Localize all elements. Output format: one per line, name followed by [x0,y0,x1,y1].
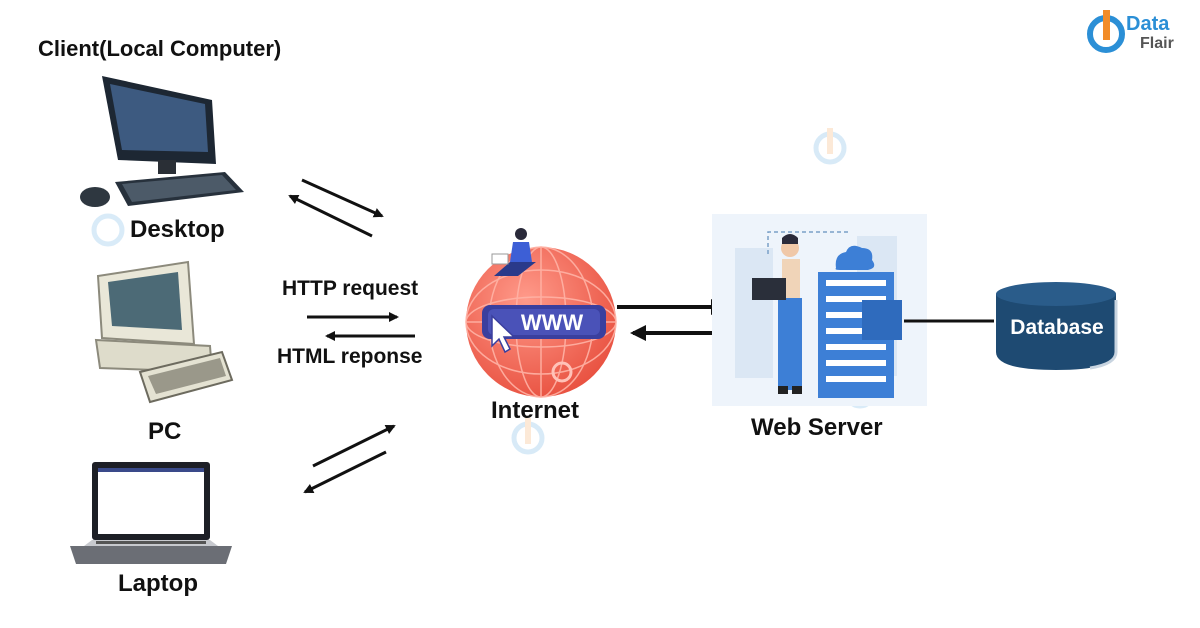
pc-label: PC [148,418,182,445]
desktop-request-arrow [301,178,384,218]
brand-line2: Flair [1140,35,1174,52]
brand-line1: Data [1126,13,1170,35]
desktop-icon [80,76,244,207]
internet-globe-icon: WWW [465,228,617,398]
person-icon [491,228,536,276]
desktop-label: Desktop [130,216,225,243]
page-title: Client(Local Computer) [38,36,282,61]
laptop-response-arrow [303,450,387,494]
www-label: WWW [521,310,584,335]
laptop-label: Laptop [118,570,198,597]
laptop-icon [70,462,232,564]
web-server-label: Web Server [751,414,883,441]
http-request-label: HTTP request [282,277,419,300]
database-icon: Database [996,282,1118,370]
pc-icon [94,260,234,404]
web-server-icon [712,214,927,406]
brand-logo: Data Flair [1087,10,1174,53]
database-label: Database [1010,316,1103,339]
cursor-icon [491,314,516,354]
gear-icon [551,361,573,383]
html-response-label: HTML reponse [277,345,423,368]
internet-label: Internet [491,397,580,424]
laptop-request-arrow [312,424,396,468]
desktop-response-arrow [288,194,373,238]
